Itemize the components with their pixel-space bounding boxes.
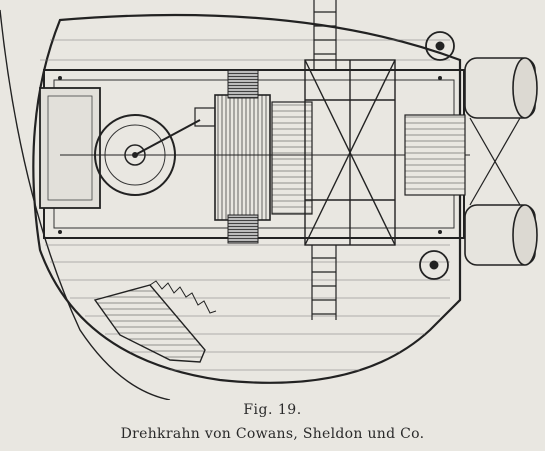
jib-truss <box>304 59 396 246</box>
ladder-bottom <box>311 245 337 320</box>
engine-housing <box>39 87 101 209</box>
ladder-top <box>313 0 337 70</box>
platform-outline <box>32 13 462 384</box>
toothed-segment <box>93 284 206 363</box>
winding-drum <box>404 114 466 196</box>
gear-block <box>214 94 271 221</box>
figure-number: Fig. 19. <box>243 402 302 418</box>
figure-caption: Drehkrahn von Cowans, Sheldon und Co. <box>120 426 425 442</box>
bolts <box>58 76 442 234</box>
crane-plan-view <box>0 0 538 400</box>
crane-drawing <box>0 0 538 400</box>
sheave-wheels <box>419 31 455 280</box>
jib-barrels <box>464 57 538 266</box>
